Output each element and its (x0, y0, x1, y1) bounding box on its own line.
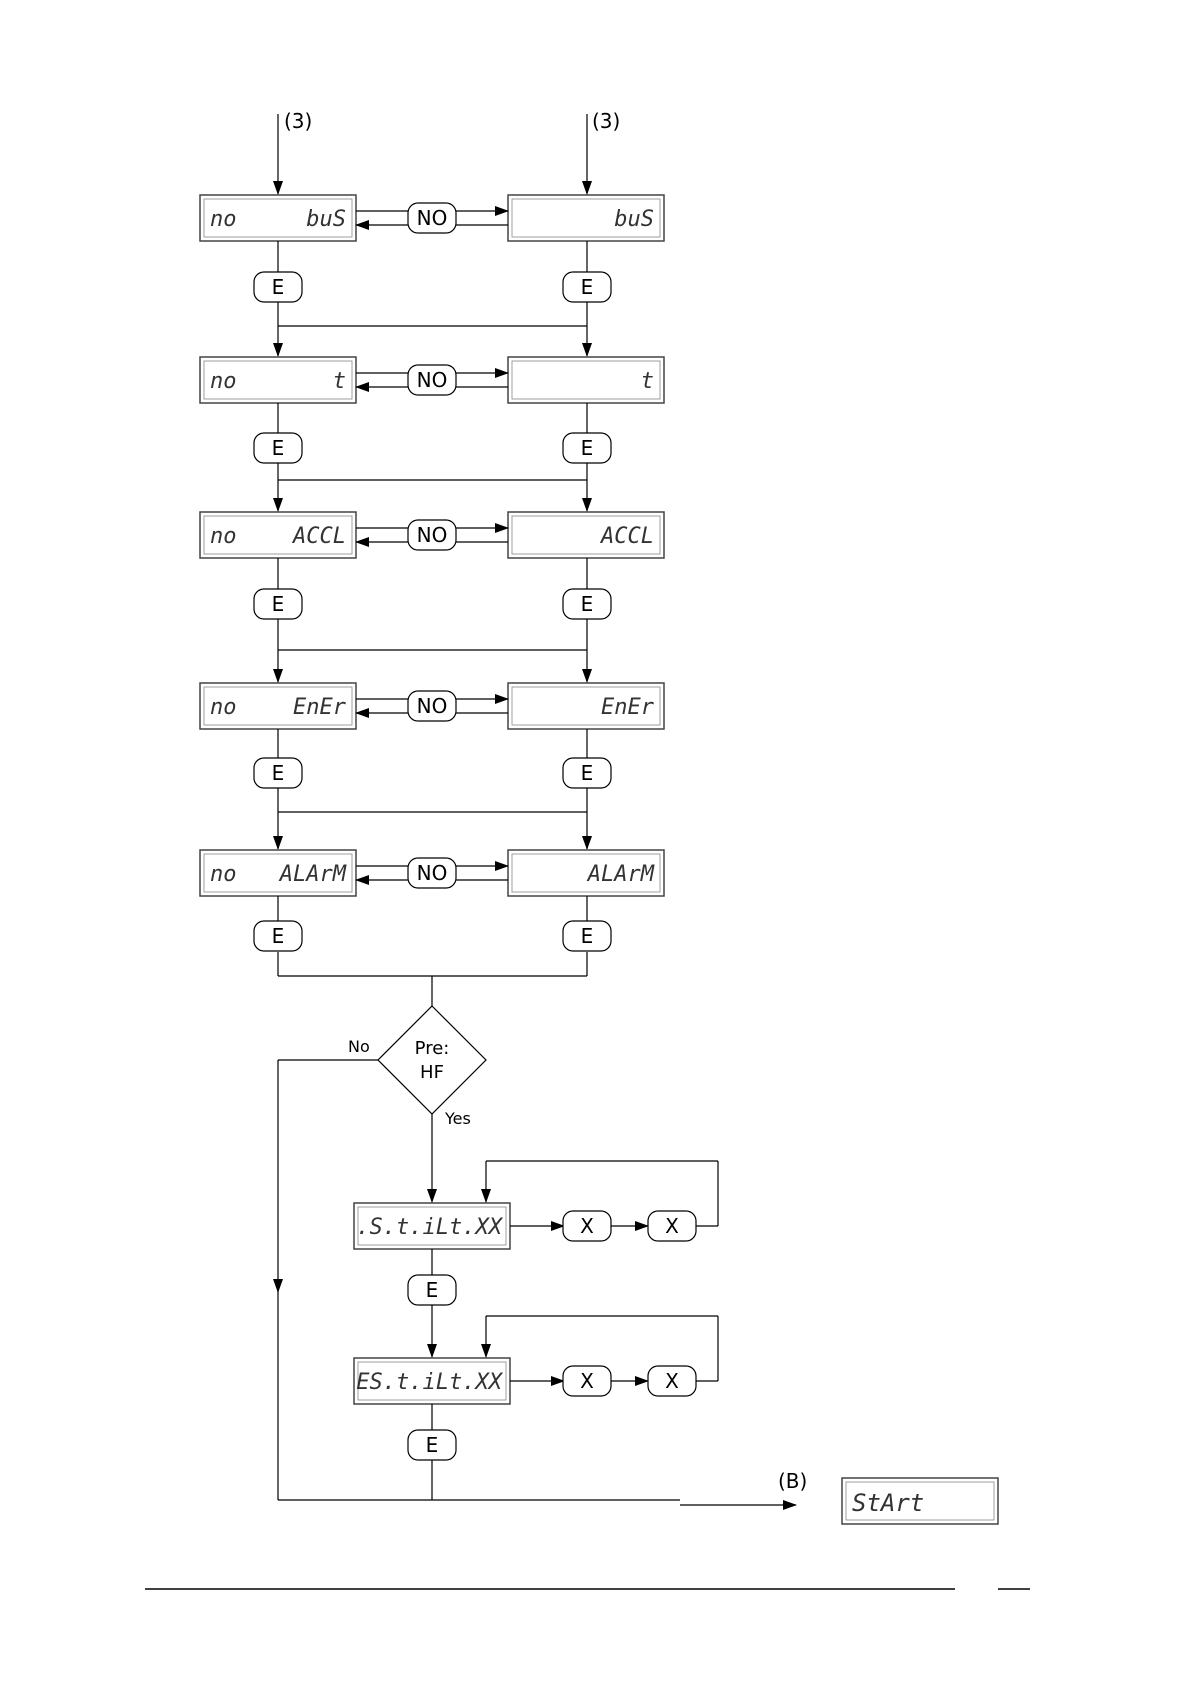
row-4-left-text: EnEr (293, 695, 347, 720)
entry-ref-right: (3) (592, 109, 620, 133)
row-2-enter-right-key-label: E (581, 436, 594, 460)
row-5-enter-right-key-label: E (581, 924, 594, 948)
param-1-text: .S.t.iLt.XX (356, 1215, 503, 1240)
row-2-right-text: t (641, 369, 654, 394)
param-1-key2-label: X (665, 1214, 679, 1238)
row-2-enter-left-key-label: E (272, 436, 285, 460)
row-1: no buS buS NO E E (200, 195, 664, 356)
row-3-enter-right-key-label: E (581, 592, 594, 616)
row-5-enter-left-key-label: E (272, 924, 285, 948)
entry-ref-left: (3) (284, 109, 312, 133)
row-1-left-text: buS (306, 207, 346, 232)
row-3-right-text: ACCL (599, 524, 654, 549)
decision-yes-label: Yes (444, 1109, 471, 1128)
row-3: no ACCL ACCL NO E E (200, 512, 664, 682)
exit-ref: (B) (778, 1469, 807, 1493)
param-block-2: ES.t.iLt.XX X X E (354, 1316, 718, 1500)
row-4-toggle-key-label: NO (417, 694, 448, 718)
exit-display-text: StArt (852, 1489, 924, 1517)
row-1-left-prefix: no (210, 207, 237, 232)
row-4-enter-left-key-label: E (272, 761, 285, 785)
params-group: .S.t.iLt.XX X X E ES.t.iLt.XX X X E (354, 1161, 718, 1500)
param-2-key2-label: X (665, 1369, 679, 1393)
row-4-right-text: EnEr (601, 695, 655, 720)
param-block-1: .S.t.iLt.XX X X E (354, 1161, 718, 1357)
row-5-left-prefix: no (210, 862, 237, 887)
row-1-enter-right-key-label: E (581, 275, 594, 299)
row-1-toggle-key-label: NO (417, 206, 448, 230)
row-3-toggle-key-label: NO (417, 523, 448, 547)
decision-no-label: No (348, 1037, 370, 1056)
decision-diamond (378, 1006, 486, 1114)
row-5-left-text: ALArM (278, 862, 347, 887)
row-4: no EnEr EnEr NO E E (200, 683, 664, 849)
row-4-left-prefix: no (210, 695, 237, 720)
row-2-left-text: t (333, 369, 346, 394)
decision-line2: HF (420, 1062, 444, 1083)
param-1-key1-label: X (580, 1214, 594, 1238)
param-2-enter-key-label: E (426, 1433, 439, 1457)
row-2-toggle-key-label: NO (417, 368, 448, 392)
row-5-toggle-key-label: NO (417, 861, 448, 885)
decision-line1: Pre: (415, 1038, 450, 1059)
row-5-right-text: ALArM (586, 862, 655, 887)
param-1-enter-key-label: E (426, 1278, 439, 1302)
row-5: no ALArM ALArM NO E E (200, 850, 664, 951)
row-3-left-text: ACCL (291, 524, 346, 549)
row-2: no t t NO E E (200, 357, 664, 511)
row-1-right-text: buS (614, 207, 654, 232)
row-2-left-prefix: no (210, 369, 237, 394)
row-1-enter-left-key-label: E (272, 275, 285, 299)
row-4-enter-right-key-label: E (581, 761, 594, 785)
param-2-key1-label: X (580, 1369, 594, 1393)
row-3-enter-left-key-label: E (272, 592, 285, 616)
param-2-text: ES.t.iLt.XX (356, 1370, 503, 1395)
row-3-left-prefix: no (210, 524, 237, 549)
